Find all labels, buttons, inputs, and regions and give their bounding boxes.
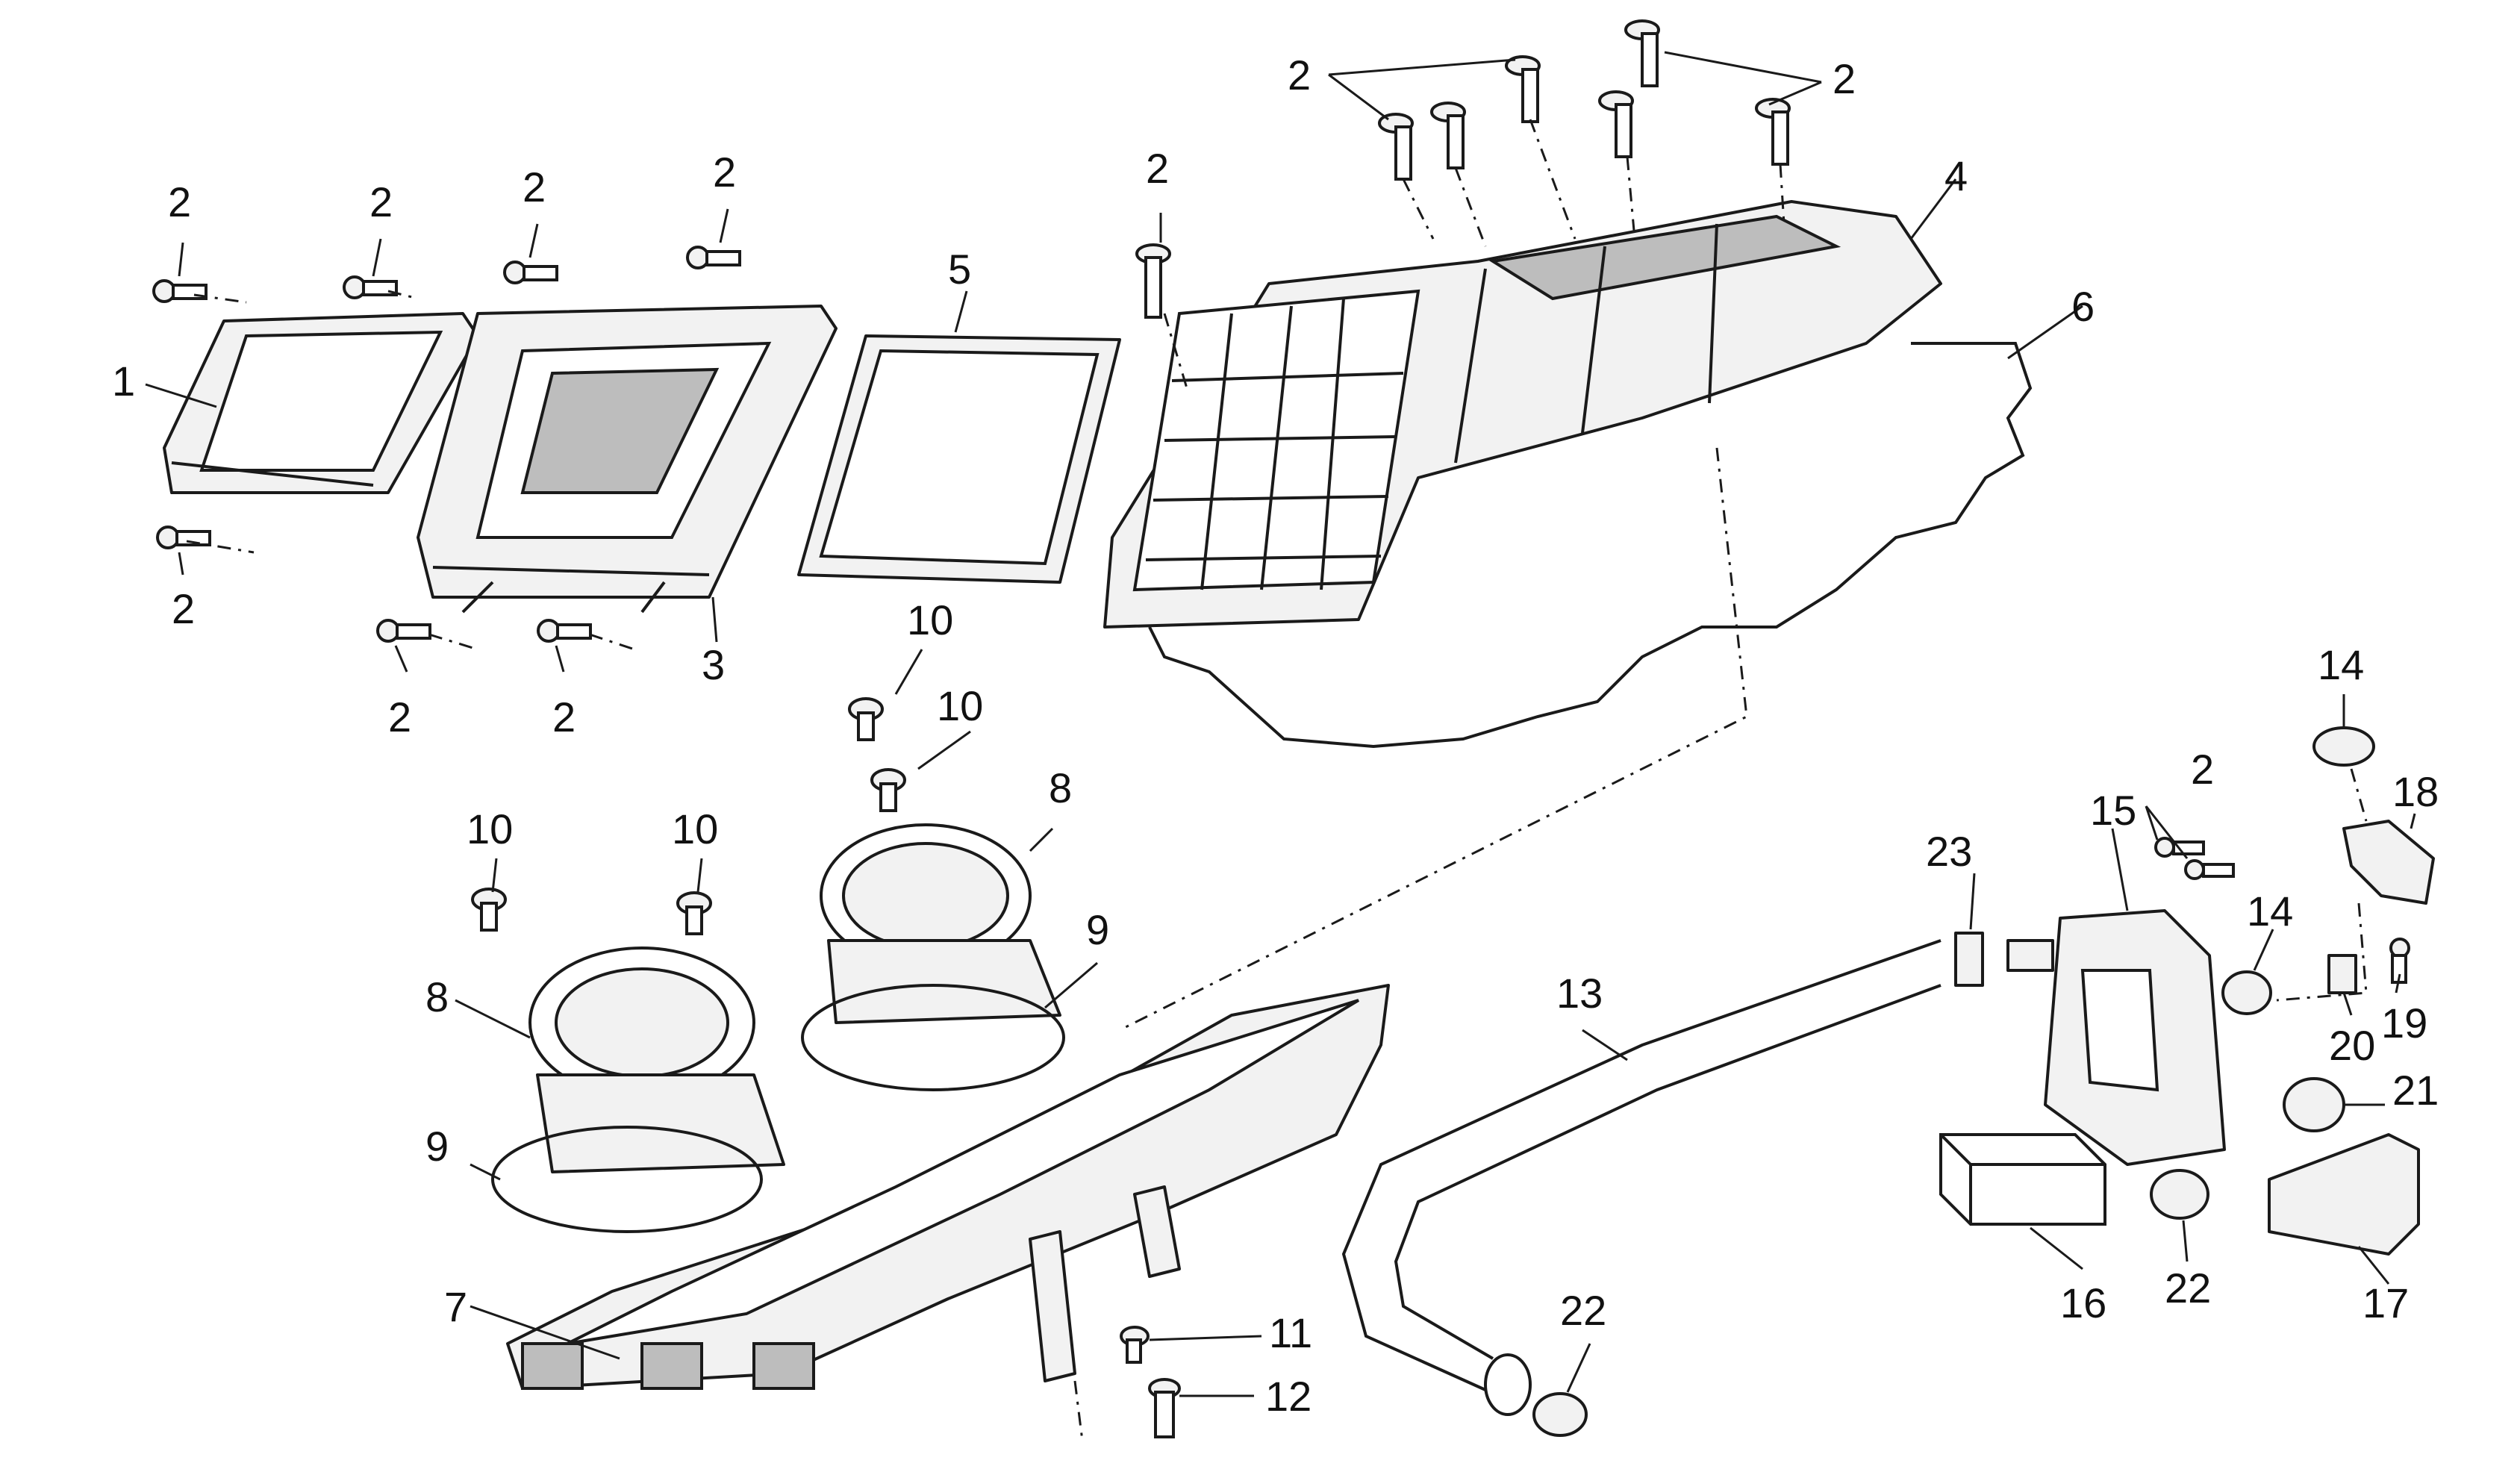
part-4-airbox-top [1103, 200, 1942, 629]
part-8-adapter-right [820, 823, 1061, 1024]
callout-22: 22 [1560, 1287, 1606, 1334]
callout-4: 4 [1944, 152, 1968, 199]
callout-12: 12 [1265, 1373, 1312, 1420]
part-16-block [1939, 1133, 2106, 1226]
callout-2: 2 [172, 585, 195, 632]
bolt [1624, 19, 1660, 87]
bolt [537, 619, 592, 643]
bolt [686, 246, 741, 269]
part-3-frame [417, 305, 838, 614]
bolt [1378, 113, 1414, 181]
part-14-clamp-top [2312, 726, 2375, 767]
callout-21: 21 [2392, 1067, 2439, 1114]
callout-10: 10 [907, 596, 953, 643]
part-14-clamp [2221, 970, 2272, 1015]
callout-9: 9 [425, 1123, 449, 1170]
part-22-clamp-left [1532, 1392, 1588, 1437]
part-9-ring-left [491, 1126, 763, 1233]
leader-lines [145, 51, 2416, 1397]
callout-15: 15 [2090, 787, 2136, 834]
bolt [1505, 55, 1541, 123]
callout-11: 11 [1269, 1309, 1312, 1356]
part-7-lower-airbox [506, 984, 1390, 1390]
part-13-hose [1341, 939, 1942, 1405]
bolt [1148, 1378, 1181, 1438]
callout-9: 9 [1086, 906, 1109, 953]
callout-17: 17 [2362, 1279, 2409, 1326]
callout-23: 23 [1926, 828, 1972, 875]
bolt [343, 275, 398, 299]
part-9-ring-right [801, 984, 1065, 1091]
callout-2: 2 [523, 163, 546, 210]
part-18-elbow [2342, 820, 2435, 905]
callout-10: 10 [937, 682, 983, 729]
callout-2: 2 [168, 178, 191, 225]
callout-7: 7 [444, 1283, 467, 1330]
callout-14: 14 [2247, 888, 2293, 935]
callout-22: 22 [2165, 1264, 2211, 1312]
bolt [156, 526, 211, 549]
bolt [848, 697, 884, 741]
callout-2: 2 [1833, 55, 1856, 102]
bolt [471, 888, 507, 932]
callout-8: 8 [425, 973, 449, 1020]
bolt [503, 261, 558, 284]
callout-2: 2 [369, 178, 393, 225]
bolt [1598, 90, 1634, 158]
part-15-separator [2006, 909, 2226, 1166]
callout-19: 19 [2381, 999, 2427, 1047]
bolt [2389, 938, 2410, 984]
bolt [2184, 859, 2235, 880]
bolt [1120, 1326, 1150, 1364]
bolt [1755, 98, 1791, 166]
callout-10: 10 [672, 805, 718, 852]
callout-6: 6 [2071, 283, 2095, 330]
callout-20: 20 [2329, 1022, 2375, 1069]
bolt [376, 619, 431, 643]
part-8-adapter-left [528, 946, 785, 1173]
callout-3: 3 [702, 641, 725, 688]
part-17-hose-elbow [2268, 1133, 2420, 1256]
callout-8: 8 [1049, 764, 1072, 811]
callout-1: 1 [112, 358, 135, 405]
callout-2: 2 [713, 149, 736, 196]
assembly-lines [186, 119, 2368, 1441]
part-22-clamp-right [2150, 1169, 2209, 1220]
bolt [1135, 243, 1171, 319]
callout-2: 2 [1146, 145, 1169, 192]
callout-5: 5 [948, 246, 971, 293]
bolt [870, 768, 906, 812]
bolt [1430, 102, 1466, 169]
part-20-spacer [2327, 954, 2357, 994]
bolts [152, 19, 2410, 1438]
callout-2: 2 [1288, 52, 1311, 99]
part-23-sleeve [1954, 932, 1984, 987]
bolt [676, 891, 712, 935]
callout-18: 18 [2392, 768, 2439, 815]
bolt [152, 279, 208, 303]
callout-16: 16 [2060, 1279, 2106, 1326]
part-21-clamp [2283, 1077, 2345, 1132]
callout-labels: 1 2 2 2 2 2 2 2 2 2 2 2 2 3 4 5 6 7 8 8 … [112, 52, 2439, 1420]
callout-10: 10 [467, 805, 513, 852]
callout-2: 2 [552, 693, 576, 740]
part-5-filter-element [797, 334, 1121, 584]
part-1-cover [163, 312, 479, 494]
part-6-gasket [1148, 342, 2033, 749]
callout-2: 2 [388, 693, 411, 740]
callout-2: 2 [2191, 746, 2214, 793]
callout-14: 14 [2318, 641, 2364, 688]
callout-13: 13 [1556, 970, 1603, 1017]
